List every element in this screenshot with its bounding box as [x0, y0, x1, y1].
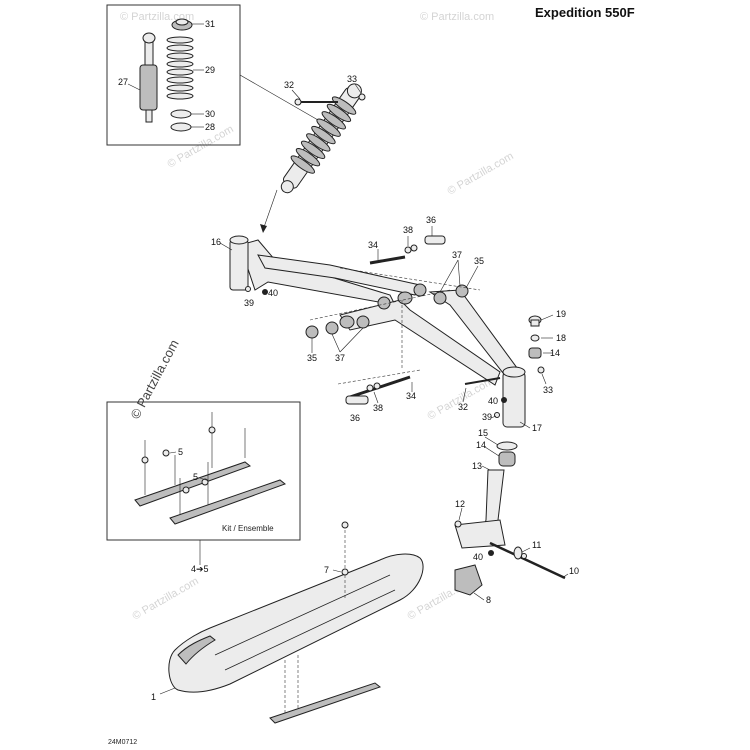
svg-text:© Partzilla.com: © Partzilla.com: [131, 575, 201, 622]
kit-reference: 4➔5: [191, 564, 209, 574]
rubber-block: [454, 564, 485, 601]
callout-35-top: 35: [474, 256, 484, 266]
callout-12: 12: [455, 499, 465, 509]
callout-27: 27: [118, 77, 128, 87]
callout-39-left: 39: [244, 298, 254, 308]
callout-38-bottom: 38: [373, 403, 383, 413]
callout-11: 11: [532, 540, 541, 550]
callout-14-top: 14: [550, 348, 560, 358]
callout-39-right: 39: [482, 412, 492, 422]
callout-33-top: 33: [347, 74, 357, 84]
callout-35-bottom: 35: [307, 353, 317, 363]
detail-spring: [166, 36, 194, 100]
svg-text:© Partzilla.com: © Partzilla.com: [120, 11, 194, 23]
callout-31: 31: [205, 19, 215, 29]
callout-40-middle: 40: [488, 396, 498, 406]
callout-34-top: 34: [368, 240, 378, 250]
callout-8: 8: [486, 595, 491, 605]
kit-box: [106, 401, 301, 541]
callout-34-bottom: 34: [406, 391, 416, 401]
callout-36-bottom: 36: [350, 413, 360, 423]
callout-7: 7: [324, 565, 329, 575]
shock-spring: [290, 96, 357, 174]
callout-30: 30: [205, 109, 215, 119]
callout-19: 19: [556, 309, 566, 319]
callout-17: 17: [532, 423, 542, 433]
callout-5-kit-top: 5: [178, 447, 183, 457]
callout-13: 13: [472, 461, 482, 471]
callout-1: 1: [151, 692, 156, 702]
callout-38-top: 38: [403, 225, 413, 235]
callout-28: 28: [205, 122, 215, 132]
spindle-top-parts: [528, 314, 554, 359]
callout-40-bottom: 40: [473, 552, 483, 562]
diagram-title: Expedition 550F: [535, 5, 635, 20]
svg-text:© Partzilla.com: © Partzilla.com: [420, 11, 494, 23]
callout-32-bottom: 32: [458, 402, 468, 412]
callout-16: 16: [211, 237, 221, 247]
callout-5-kit-bottom: 5: [193, 472, 198, 482]
callout-37-top: 37: [452, 250, 462, 260]
shock-absorber: [280, 83, 362, 194]
callout-32-top: 32: [284, 80, 294, 90]
kit-label: Kit / Ensemble: [222, 524, 274, 533]
ski: [159, 521, 424, 724]
callout-29: 29: [205, 65, 215, 75]
callout-15: 15: [478, 428, 488, 438]
shock-detail-box: [106, 4, 241, 146]
svg-text:© Partzilla.com: © Partzilla.com: [446, 150, 516, 197]
drawing-code: 24M0712: [108, 739, 137, 746]
callout-14-bottom: 14: [476, 440, 486, 450]
callout-40-left: 40: [268, 288, 278, 298]
suspension-arms: [229, 235, 545, 556]
callout-36-top: 36: [426, 215, 436, 225]
callout-18: 18: [556, 333, 566, 343]
callout-37-bottom: 37: [335, 353, 345, 363]
svg-text:© Partzilla.com: © Partzilla.com: [127, 337, 181, 421]
callout-10: 10: [569, 566, 579, 576]
callout-33-bottom: 33: [543, 385, 553, 395]
spindle-lower-parts: [454, 436, 569, 580]
leader-lines: [219, 226, 547, 429]
